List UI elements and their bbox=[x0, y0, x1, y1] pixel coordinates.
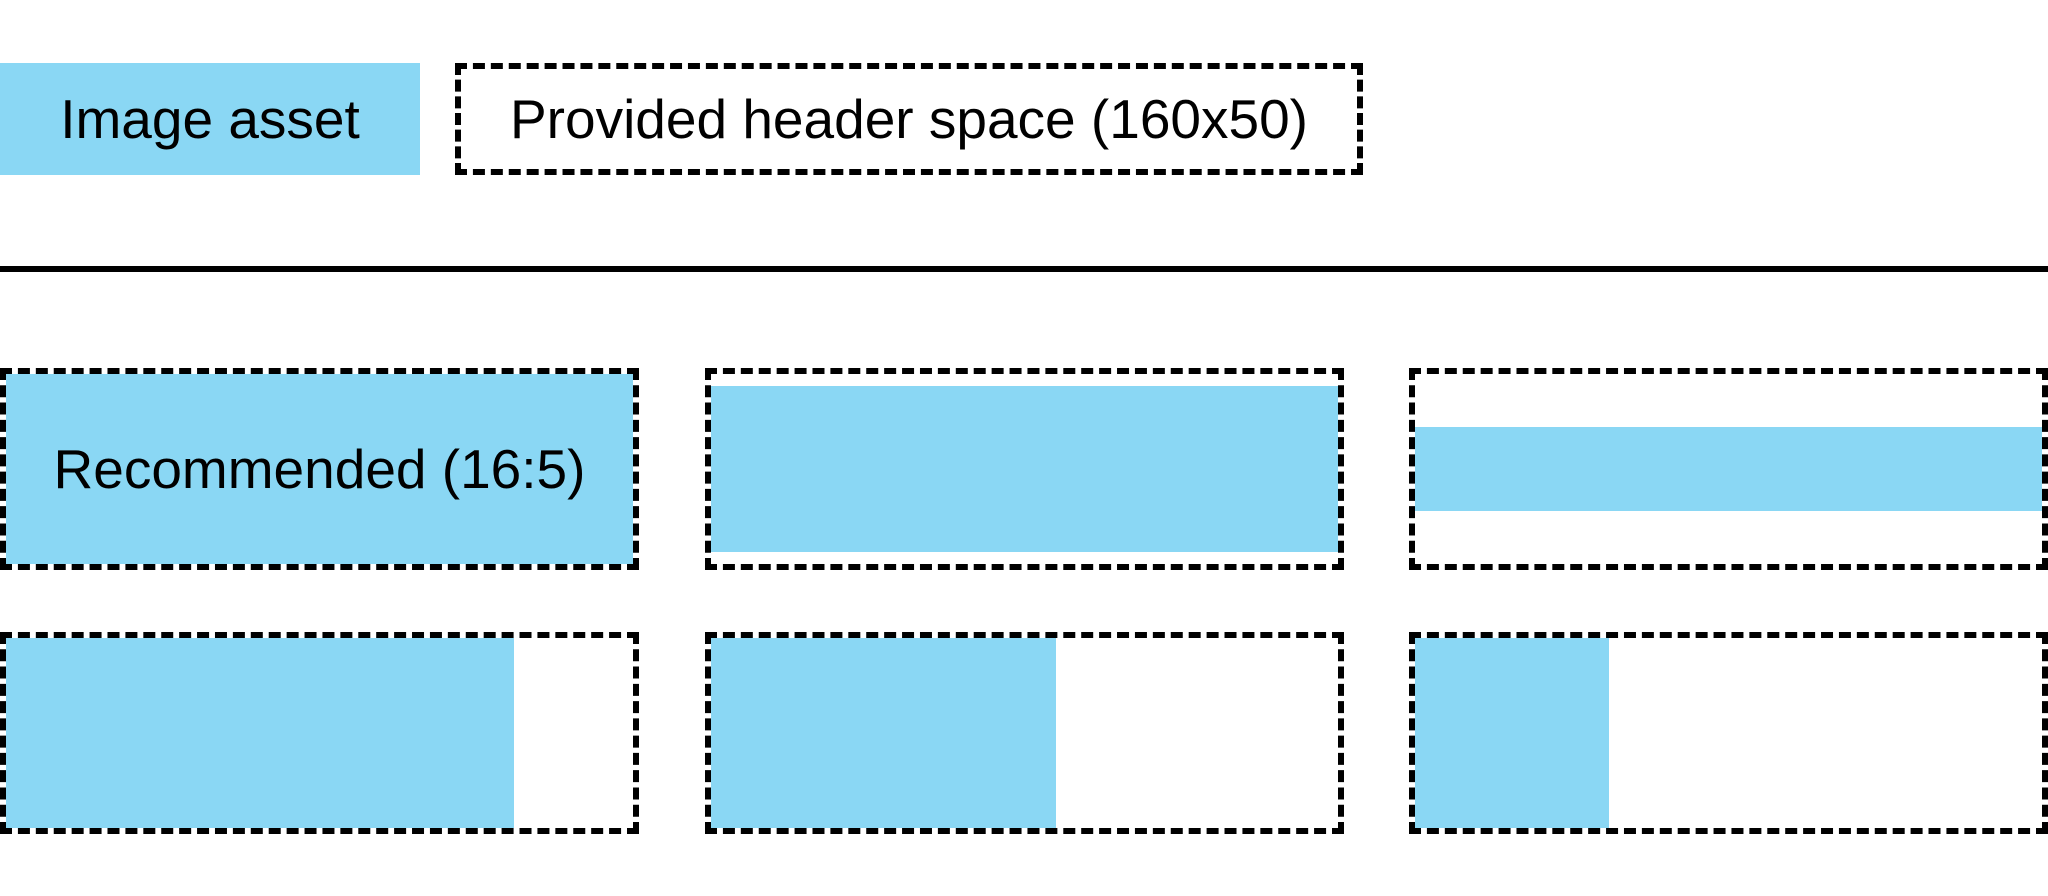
legend-image-asset-label: Image asset bbox=[60, 87, 360, 150]
legend-image-asset-swatch: Image asset bbox=[0, 63, 420, 175]
example-box-extra-tall-asset bbox=[705, 632, 1344, 834]
section-divider bbox=[0, 266, 2048, 272]
image-asset-fill bbox=[6, 638, 514, 828]
example-box-recommended-16-5: Recommended (16:5) bbox=[0, 368, 639, 570]
image-asset-fill bbox=[1415, 638, 1610, 828]
example-box-tall-asset bbox=[0, 632, 639, 834]
image-asset-fill bbox=[711, 638, 1056, 828]
legend-header-space-box: Provided header space (160x50) bbox=[455, 63, 1363, 175]
example-box-extra-wide-asset bbox=[1409, 368, 2048, 570]
example-box-wide-asset bbox=[705, 368, 1344, 570]
example-box-square-asset bbox=[1409, 632, 2048, 834]
image-asset-fill bbox=[711, 386, 1338, 552]
image-asset-fill bbox=[6, 374, 633, 564]
image-asset-fill bbox=[1415, 427, 2042, 511]
recommended-label: Recommended (16:5) bbox=[53, 437, 586, 500]
legend-header-space-label: Provided header space (160x50) bbox=[509, 87, 1308, 150]
